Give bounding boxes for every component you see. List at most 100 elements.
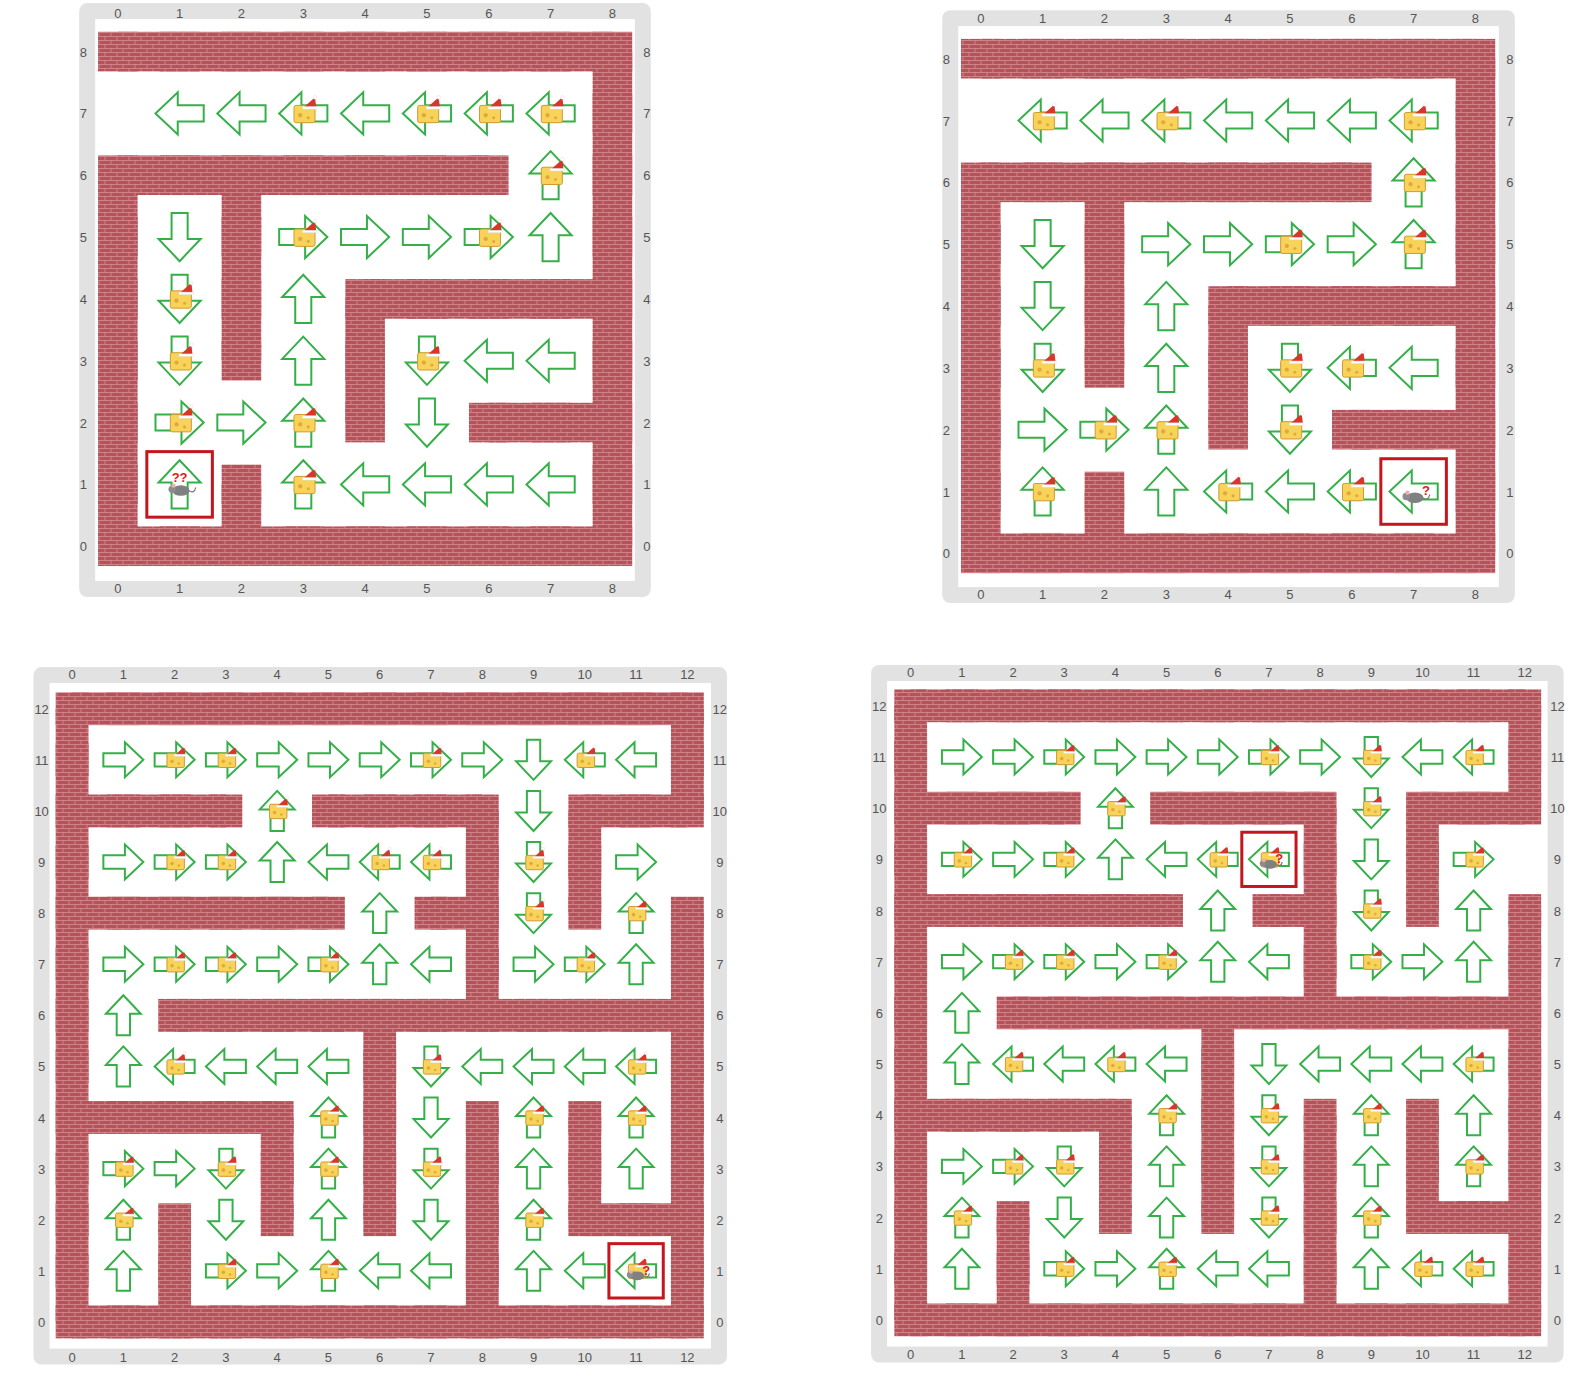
axis-number: 4 — [1112, 666, 1119, 679]
axis-number: 0 — [643, 540, 650, 553]
direction-arrow — [282, 337, 324, 385]
wall-segment — [1508, 962, 1541, 1013]
wall-segment — [222, 299, 262, 361]
axis-number: 5 — [325, 668, 332, 681]
cheese-hole — [1046, 123, 1049, 126]
hat-brim — [1268, 751, 1280, 753]
wall-segment — [961, 306, 1001, 368]
wall-segment — [894, 757, 927, 808]
cheese-hole — [229, 864, 232, 867]
cheese-hole — [1469, 1064, 1473, 1068]
hat-pompom — [234, 949, 237, 952]
hat-brim — [1289, 361, 1303, 363]
cheese-hole — [298, 484, 302, 488]
axis-number: 3 — [1061, 1348, 1068, 1361]
axis-number: 3 — [1554, 1160, 1561, 1173]
cheese-hole — [298, 113, 302, 117]
axis-number: 1 — [1554, 1262, 1561, 1275]
cheese-icon — [1404, 103, 1427, 130]
hat-pompom — [337, 1256, 340, 1259]
hat-brim — [1413, 176, 1427, 178]
direction-arrow — [1393, 158, 1435, 206]
direction-arrow — [1456, 1095, 1491, 1135]
hat-pompom — [1379, 947, 1382, 950]
cheese-hole — [1108, 432, 1111, 435]
wall-segment — [1085, 244, 1125, 306]
axis-number: 7 — [716, 958, 723, 971]
hat-pompom — [439, 847, 442, 850]
hat-pompom — [183, 745, 186, 748]
axis-number: 11 — [1467, 1348, 1481, 1361]
hat-pompom — [1072, 947, 1075, 950]
direction-arrow — [619, 944, 654, 984]
direction-arrow — [1095, 1251, 1135, 1286]
cheese-icon — [1281, 412, 1304, 439]
hat-pompom — [1277, 1152, 1280, 1155]
hat-brim — [426, 107, 440, 109]
cheese-icon — [1466, 742, 1485, 765]
hat-brim — [1166, 1263, 1178, 1265]
direction-arrow — [279, 92, 327, 134]
cheese-hole — [545, 113, 549, 117]
cheese-icon — [1219, 474, 1242, 501]
cheese-icon — [218, 1154, 237, 1177]
direction-arrow — [1098, 788, 1133, 828]
axis-number: 0 — [68, 1351, 75, 1364]
cheese-hole — [1170, 432, 1173, 435]
direction-arrow — [1249, 1251, 1289, 1286]
direction-arrow — [1389, 99, 1437, 141]
direction-arrow — [155, 947, 195, 982]
direction-arrow — [217, 402, 265, 444]
hat-pompom — [1300, 412, 1304, 416]
wall-segment — [1456, 244, 1496, 306]
hat-brim — [1473, 751, 1485, 753]
axis-number: 1 — [643, 478, 650, 491]
axis-number: 5 — [1163, 1348, 1170, 1361]
cheese-hole — [484, 237, 488, 241]
cheese-hole — [1162, 961, 1166, 965]
direction-arrow — [1354, 1249, 1389, 1289]
cheese-hole — [580, 760, 584, 764]
cheese-hole — [1060, 961, 1064, 965]
direction-arrow — [257, 1049, 297, 1084]
direction-arrow — [462, 742, 502, 777]
direction-arrow — [616, 1049, 656, 1084]
direction-arrow — [1328, 99, 1376, 141]
maze-floor — [95, 19, 635, 581]
wall-segment — [222, 175, 262, 237]
wall-segment — [466, 1220, 499, 1271]
direction-arrow — [341, 463, 389, 505]
hat-pompom — [1300, 350, 1304, 354]
wall-segment — [671, 1066, 704, 1117]
cheese-icon — [423, 1052, 442, 1075]
cheese-hole — [529, 913, 533, 917]
hat-brim — [225, 1163, 237, 1165]
cheese-hole — [1374, 1118, 1377, 1121]
cheese-hole — [639, 915, 642, 918]
direction-arrow — [155, 92, 203, 134]
agent-highlight — [1381, 459, 1447, 525]
hat-pompom — [183, 1052, 186, 1055]
axis-number: 6 — [1348, 12, 1355, 25]
direction-arrow — [1019, 409, 1067, 451]
direction-arrow — [1454, 1251, 1494, 1286]
direction-arrow — [465, 340, 513, 382]
hat-pompom — [1277, 845, 1280, 848]
cheese-hole — [422, 360, 426, 364]
direction-arrow — [257, 742, 297, 777]
hat-brim — [1268, 1110, 1280, 1112]
wall-segment — [894, 1166, 927, 1217]
wall-segment — [894, 1115, 927, 1166]
wall-segment — [671, 913, 704, 964]
wall-segment — [261, 1169, 294, 1220]
axis-number: 1 — [1506, 485, 1513, 498]
cheese-hole — [1221, 862, 1224, 865]
direction-arrow — [1354, 788, 1389, 828]
hat-pompom — [285, 796, 288, 799]
cheese-icon — [218, 949, 237, 972]
wall-segment — [1085, 492, 1125, 554]
cheese-icon — [1364, 742, 1383, 765]
cheese-icon — [1033, 103, 1056, 130]
hat-pompom — [542, 898, 545, 901]
